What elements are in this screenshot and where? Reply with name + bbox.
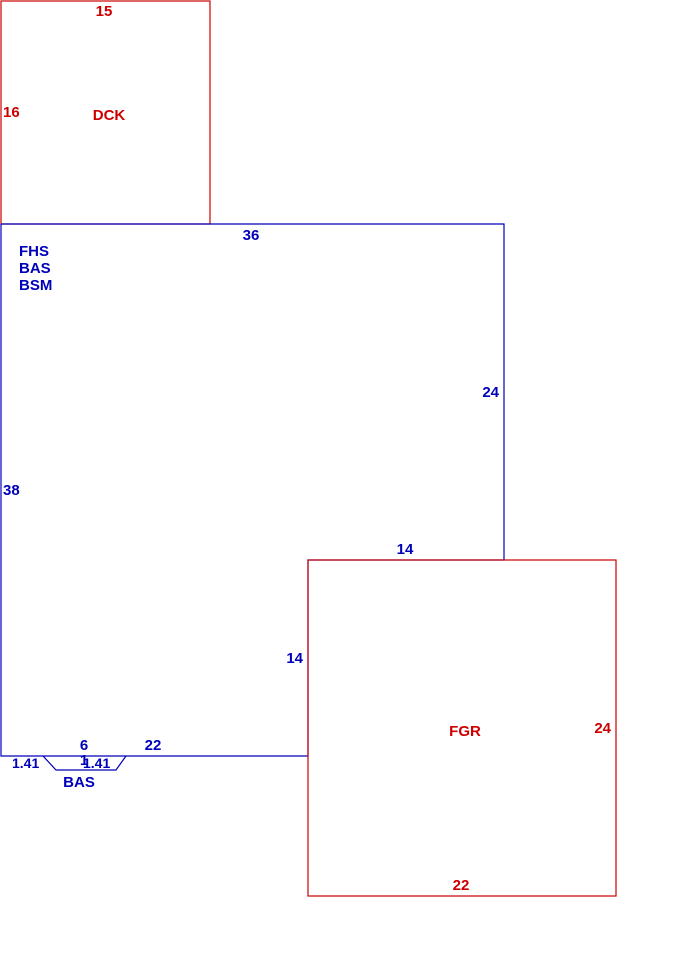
bay-code-label: BAS <box>63 774 95 791</box>
main-code-label-3: BSM <box>19 277 52 294</box>
bay-depth-dimension: 1 <box>80 752 88 769</box>
deck-top-dimension: 15 <box>96 3 113 20</box>
bay-width-dimension: 6 <box>80 737 88 754</box>
deck-code-label: DCK <box>93 107 126 124</box>
main-left-dimension: 38 <box>3 482 20 499</box>
main-bottom-right-dimension: 22 <box>145 737 162 754</box>
main-notch-top-dimension: 14 <box>397 541 414 558</box>
garage-outline <box>307 559 617 897</box>
main-code-label-1: FHS <box>19 243 49 260</box>
main-notch-left-dimension: 14 <box>286 650 303 667</box>
deck-left-dimension: 16 <box>3 104 20 121</box>
garage-right-dimension: 24 <box>594 720 611 737</box>
garage-code-label: FGR <box>449 723 481 740</box>
garage-bottom-dimension: 22 <box>453 877 470 894</box>
bay-left-diagonal-dimension: 1.41 <box>12 755 39 771</box>
main-code-label-2: BAS <box>19 260 51 277</box>
main-area-outline <box>0 223 505 771</box>
main-right-dimension: 24 <box>482 384 499 401</box>
main-top-dimension: 36 <box>243 227 260 244</box>
bay-right-diagonal-dimension: 1.41 <box>83 755 110 771</box>
